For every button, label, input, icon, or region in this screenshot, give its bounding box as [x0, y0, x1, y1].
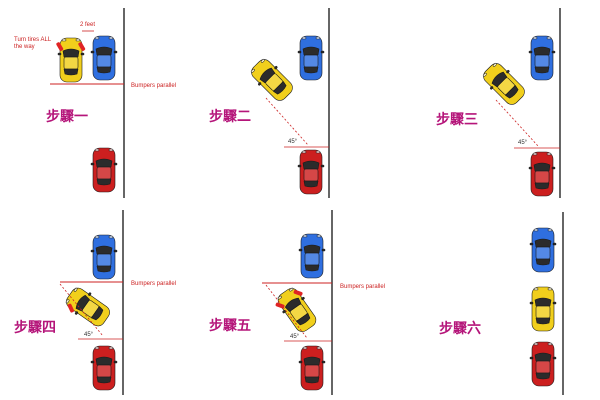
- step-label: 步驟二: [209, 108, 251, 125]
- bumpers-note: Bumpers parallel: [340, 284, 385, 290]
- car-red: [90, 147, 118, 193]
- bumpers-note: Bumpers parallel: [131, 281, 176, 287]
- turned-wheel-icon: [78, 42, 86, 51]
- car-blue: [297, 35, 325, 81]
- turned-wheel-icon: [293, 289, 303, 296]
- angle-guide: [59, 283, 104, 337]
- panel-step-5: Bumpers parallel 45° 步驟五: [209, 210, 385, 395]
- car-red: [528, 151, 556, 197]
- turned-wheel-icon: [275, 302, 285, 309]
- car-yellow: [273, 284, 321, 336]
- car-red: [529, 341, 557, 387]
- angle-guide: [495, 99, 539, 147]
- car-yellow: [246, 54, 298, 106]
- panel-step-4: Bumpers parallel 45° 步驟四: [14, 210, 176, 395]
- angle-guide: [265, 97, 309, 146]
- car-red: [297, 149, 325, 195]
- car-yellow: [56, 37, 86, 83]
- angle-note: 45°: [518, 140, 528, 146]
- panel-step-1: 2 feet Turn tires ALL the way Bumpers pa…: [14, 8, 176, 198]
- car-yellow: [478, 58, 530, 110]
- step-label: 步驟六: [439, 320, 481, 337]
- turn-tires-note: Turn tires ALL: [14, 37, 52, 43]
- car-yellow: [529, 286, 557, 332]
- step-label: 步驟三: [436, 111, 478, 128]
- step-label: 步驟一: [46, 108, 88, 125]
- car-blue: [529, 227, 557, 273]
- turn-tires-note-2: the way: [14, 44, 35, 50]
- angle-note: 45°: [290, 334, 300, 340]
- bumpers-note: Bumpers parallel: [131, 83, 176, 89]
- car-blue: [298, 233, 326, 279]
- car-red: [298, 345, 326, 391]
- car-blue: [90, 35, 118, 81]
- car-blue: [528, 35, 556, 81]
- car-blue: [90, 234, 118, 280]
- turned-wheel-icon: [67, 303, 75, 313]
- angle-note: 45°: [84, 332, 94, 338]
- step-label: 步驟四: [14, 319, 56, 336]
- turned-wheel-icon: [56, 42, 64, 51]
- panel-step-3: 45° 步驟三: [436, 8, 561, 198]
- car-red: [90, 345, 118, 391]
- angle-note: 45°: [288, 139, 298, 145]
- panel-step-6: 步驟六: [439, 212, 564, 395]
- panel-step-2: 45° 步驟二: [209, 8, 330, 198]
- gap-note: 2 feet: [80, 22, 95, 28]
- step-label: 步驟五: [209, 317, 251, 334]
- angle-guide: [265, 284, 308, 339]
- car-yellow: [62, 283, 114, 331]
